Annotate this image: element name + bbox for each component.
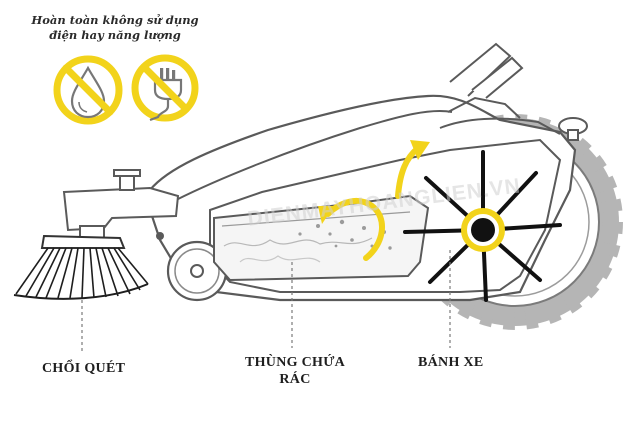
leader-lines — [81, 250, 451, 352]
energy-caption: Hoàn toàn không sử dụng điện hay năng lư… — [30, 13, 200, 43]
wheel-label: BÁNH XE — [418, 355, 484, 370]
caption-line-2: điện hay năng lượng — [49, 28, 181, 42]
bin-label-line-2: RÁC — [279, 372, 311, 387]
no-water-icon — [53, 55, 123, 125]
bin-label-line-1: THÙNG CHỨA — [244, 355, 346, 370]
caption-line-1: Hoàn toàn không sử dụng — [31, 13, 199, 27]
brush-hub — [461, 208, 505, 252]
arrow-heads — [318, 140, 430, 224]
bin-label: THÙNG CHỨA RÁC — [240, 354, 350, 388]
side-brush-arm — [62, 169, 180, 239]
side-broom — [13, 234, 149, 300]
push-handle — [449, 42, 524, 99]
no-electric-plug-icon — [131, 54, 199, 122]
adjust-knob — [558, 117, 588, 141]
front-wheel — [166, 240, 228, 302]
broom-label: CHỔI QUÉT — [42, 361, 126, 376]
